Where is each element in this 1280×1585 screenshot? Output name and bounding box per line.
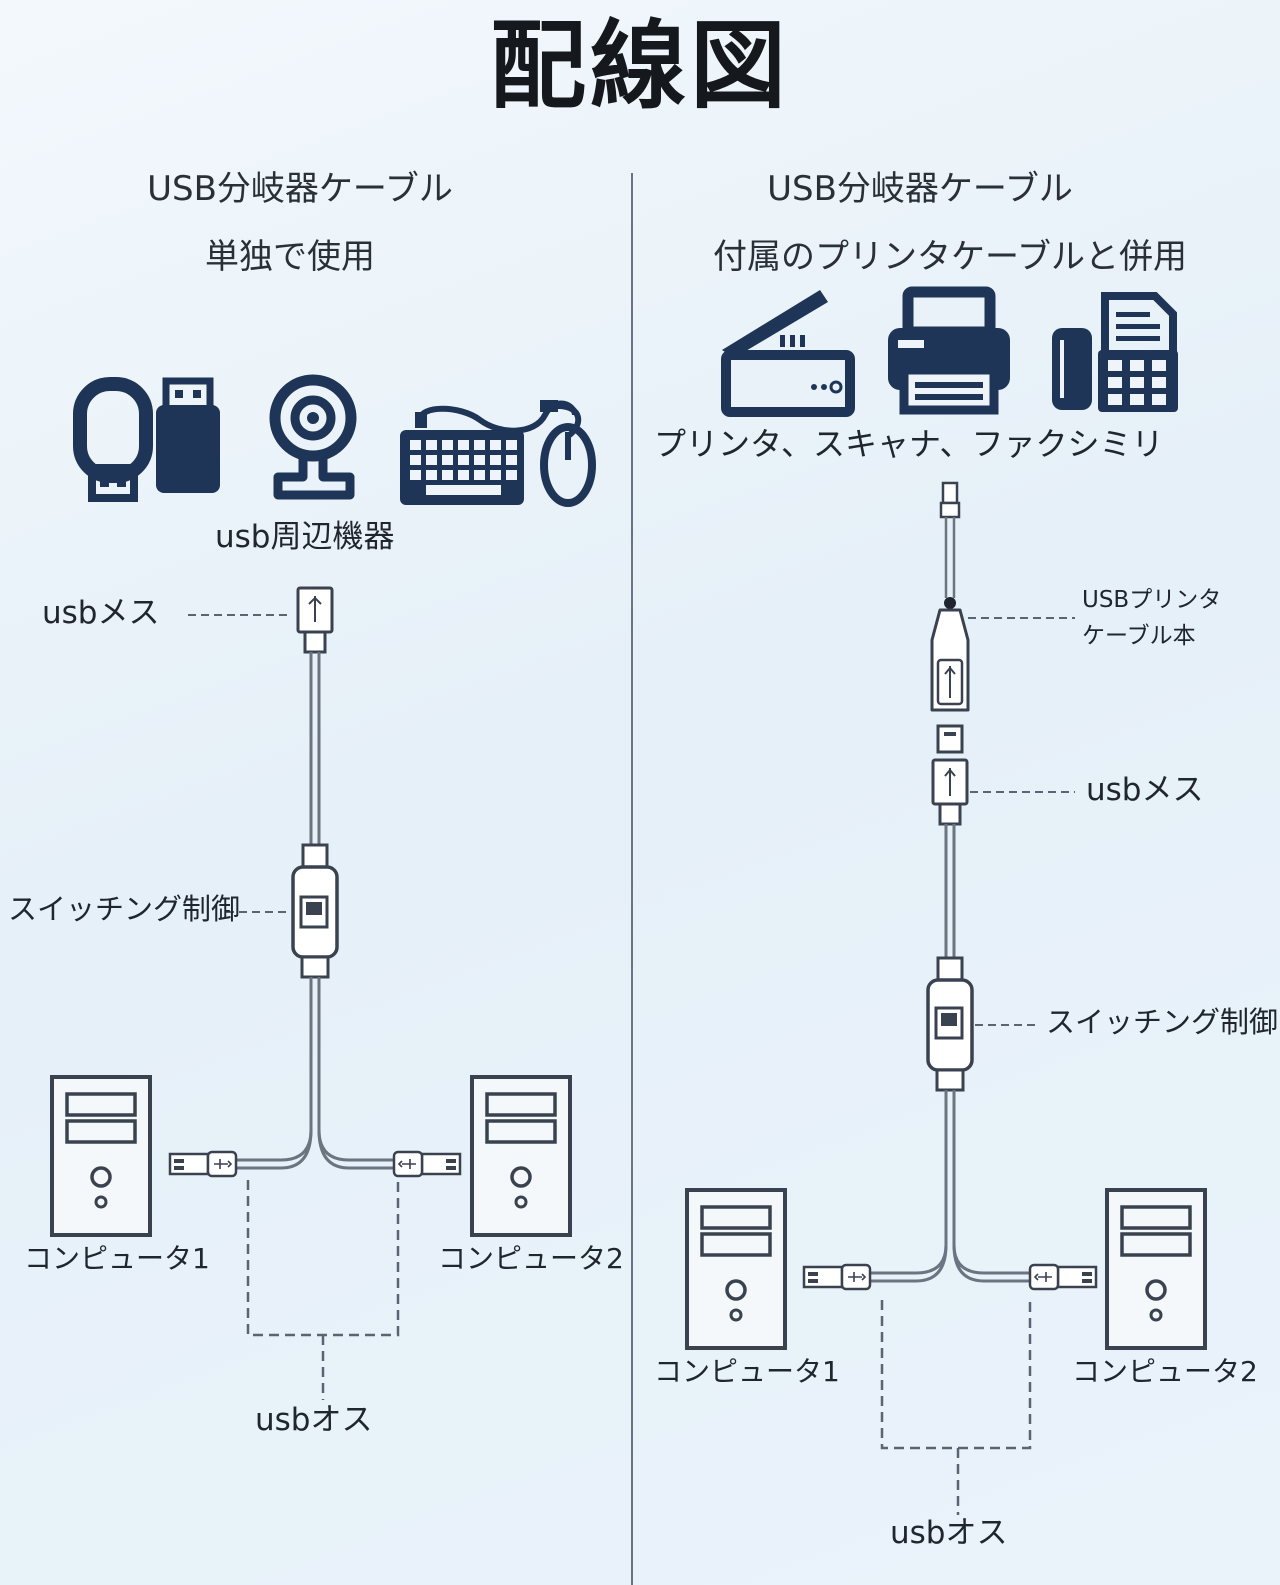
printer-icon [888,286,1010,415]
right-switch-label: スイッチング制御 [1046,1005,1279,1039]
right-male-label: usbオス [890,1515,1008,1551]
left-pc1-label: コンピュータ1 [24,1242,210,1275]
left-pc2-label: コンピュータ2 [438,1242,624,1275]
right-printer-cable-label-2: ケーブル本 [1082,623,1196,649]
left-cable [168,586,462,1400]
right-cable [802,481,1098,1515]
fax-icon [1052,292,1178,412]
right-heading-2: 付属のプリンタケーブルと併用 [713,237,1187,277]
usb-flash-drive-icon [73,377,220,502]
left-heading-2: 単独で使用 [205,237,375,277]
computer-2-icon [470,1075,572,1237]
right-devices-label: プリンタ、スキャナ、ファクシミリ [654,425,1164,463]
right-female-label: usbメス [1086,772,1204,808]
right-printer-cable-label-1: USBプリンタ [1082,587,1222,613]
mouse-icon [540,400,596,507]
left-switch-label: スイッチング制御 [8,892,241,926]
right-pc2-label: コンピュータ2 [1072,1355,1258,1388]
computer-1-icon [50,1075,152,1237]
right-pc1-label: コンピュータ1 [654,1355,840,1388]
right-heading-1: USB分岐器ケーブル [767,169,1073,209]
left-female-label: usbメス [42,595,160,631]
scanner-icon [721,290,855,417]
computer-2-icon-right [1105,1188,1207,1350]
computer-1-icon-right [685,1188,787,1350]
diagram-title: 配線図 [490,10,790,122]
left-male-label: usbオス [255,1402,373,1438]
keyboard-icon [400,400,578,505]
left-heading-1: USB分岐器ケーブル [147,169,453,209]
webcam-icon [269,374,357,500]
left-peripherals-label: usb周辺機器 [215,519,395,555]
